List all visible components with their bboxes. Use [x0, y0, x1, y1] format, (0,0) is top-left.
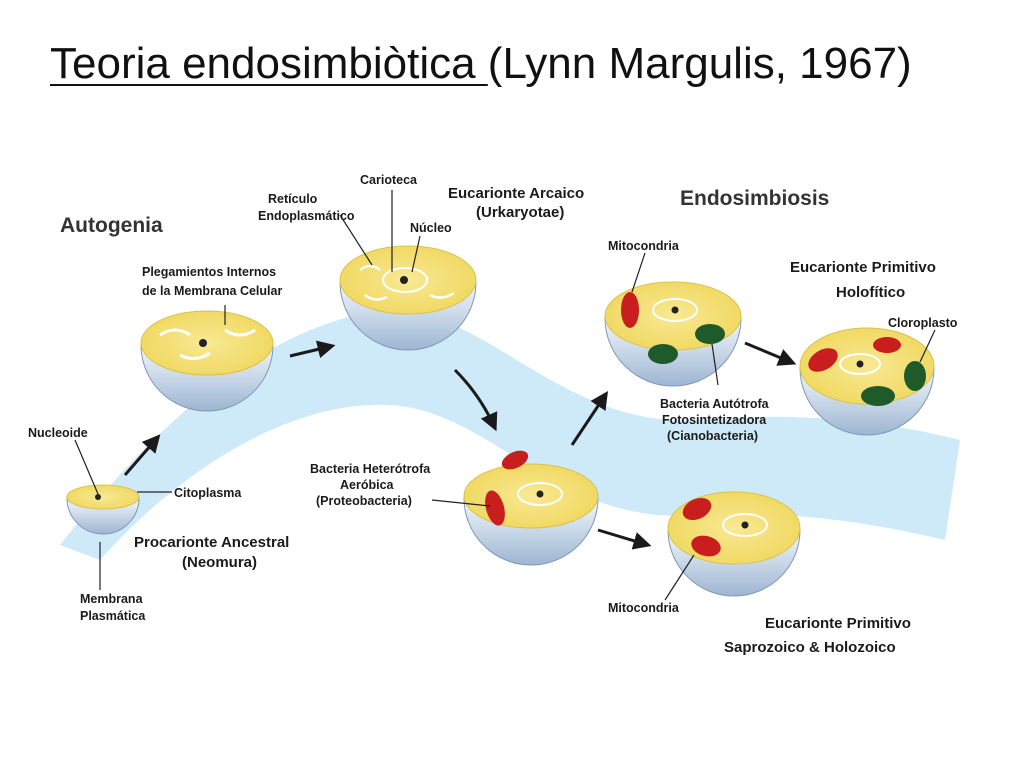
arrow-2 [289, 340, 336, 359]
title-underlined: Teoria endosimbiòtica [50, 39, 488, 88]
label-saprozoico-1: Eucarionte Primitivo [765, 615, 911, 632]
label-cloroplasto: Cloroplasto [888, 316, 958, 330]
label-heterotrofa-1: Bacteria Heterótrofa [310, 462, 431, 476]
label-membrana-1: Membrana [80, 592, 144, 606]
label-mitocondria-top: Mitocondria [608, 239, 680, 253]
leader-lines [74, 190, 936, 601]
arrow-3 [453, 368, 498, 432]
label-arcaico-1: Eucarionte Arcaico [448, 185, 584, 202]
title-rest: (Lynn Margulis, 1967) [487, 39, 912, 88]
arrow-1 [123, 434, 161, 476]
arrow-6 [744, 341, 797, 366]
mitochondrion [808, 348, 838, 372]
label-holofitico-2: Holofítico [836, 284, 905, 301]
label-heterotrofa-3: (Proteobacteria) [316, 494, 412, 508]
arrow-4 [570, 391, 608, 446]
label-carioteca: Carioteca [360, 173, 418, 187]
label-arcaico-2: (Urkaryotae) [476, 204, 564, 221]
chloroplast [648, 344, 678, 364]
label-citoplasma: Citoplasma [174, 486, 242, 500]
label-reticulo-1: Retículo [268, 192, 318, 206]
chloroplast [904, 361, 926, 391]
label-heterotrofa-2: Aeróbica [340, 478, 395, 492]
mitochondrion [485, 490, 505, 526]
cell-cianobacteria [604, 281, 742, 387]
label-procarionte-1: Procarionte Ancestral [134, 534, 289, 551]
label-nucleo: Núcleo [410, 221, 452, 235]
nucleoid-dot [95, 494, 101, 500]
label-autotrofa-2: Fotosintetizadora [662, 413, 767, 427]
cell-holofitico [799, 327, 935, 436]
label-autotrofa-3: (Cianobacteria) [667, 429, 758, 443]
mitochondrion [621, 292, 639, 328]
cell-procarionte [66, 484, 140, 535]
label-nucleoide: Nucleoide [28, 426, 88, 440]
section-autogenia: Autogenia [60, 214, 163, 237]
chloroplast [861, 386, 895, 406]
section-endosimbiosis: Endosimbiosis [680, 187, 829, 210]
mitochondrion [691, 535, 721, 557]
label-membrana-2: Plasmática [80, 609, 146, 623]
cell-proteobacteria [463, 450, 599, 566]
chloroplast [695, 324, 725, 344]
mitochondrion [501, 450, 529, 470]
label-holofitico-1: Eucarionte Primitivo [790, 259, 936, 276]
page-title: Teoria endosimbiòtica (Lynn Margulis, 19… [50, 38, 912, 91]
label-reticulo-2: Endoplasmático [258, 209, 355, 223]
cell-arcaico [339, 245, 477, 351]
arrow-5 [597, 528, 652, 550]
label-plegamientos-1: Plegamientos Internos [142, 265, 276, 279]
cell-plegamientos [140, 310, 274, 412]
cell-saprozoico [667, 491, 801, 597]
label-autotrofa-1: Bacteria Autótrofa [660, 397, 770, 411]
label-saprozoico-2: Saprozoico & Holozoico [724, 639, 896, 656]
label-plegamientos-2: de la Membrana Celular [142, 284, 282, 298]
mitochondrion [873, 337, 901, 353]
label-procarionte-2: (Neomura) [182, 554, 257, 571]
label-mitocondria-bottom: Mitocondria [608, 601, 680, 615]
mitochondrion [682, 497, 712, 521]
